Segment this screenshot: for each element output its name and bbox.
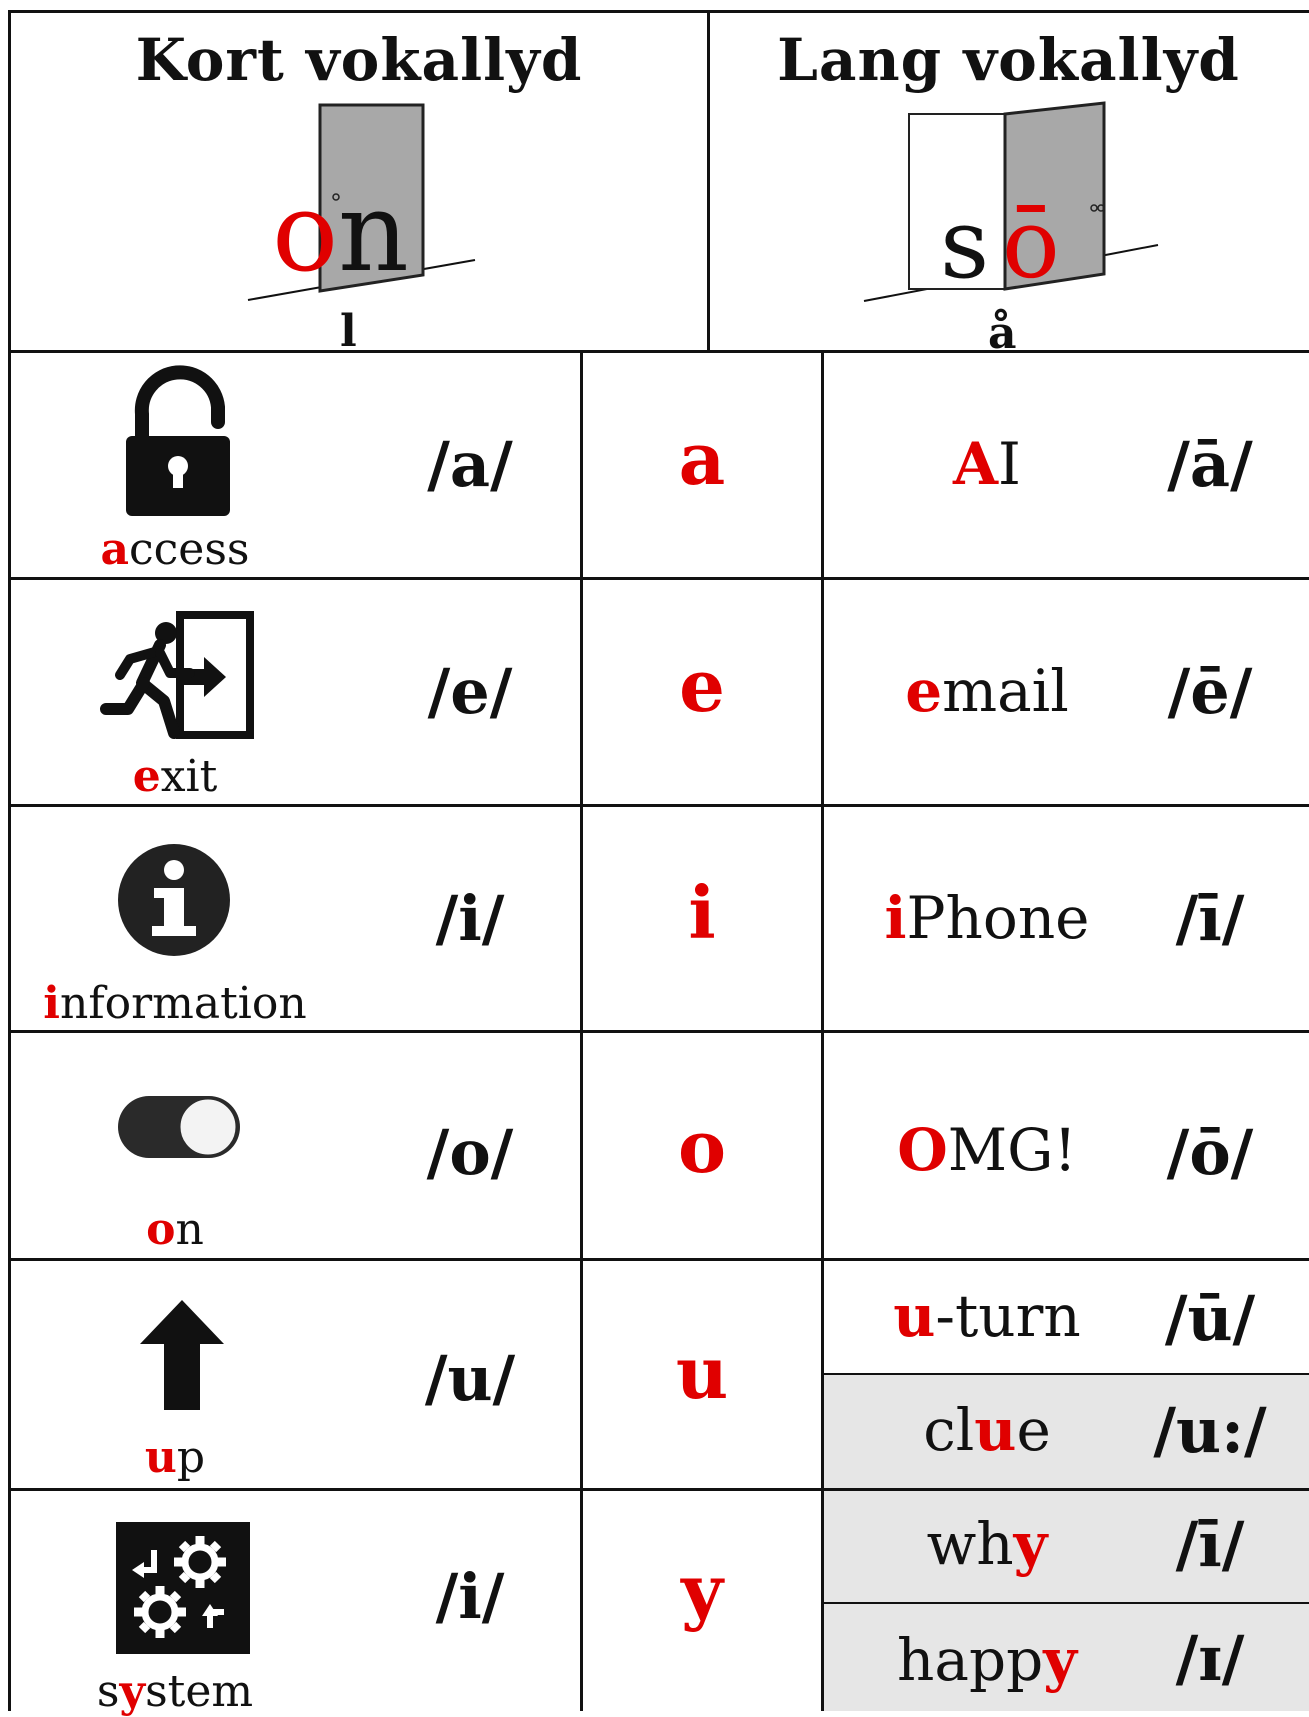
caption-exit: exit bbox=[132, 751, 218, 802]
long-word-ai: AI bbox=[953, 430, 1021, 498]
long-word-why: why bbox=[926, 1510, 1048, 1578]
long-ipa-y-why: /ī/ bbox=[1175, 1508, 1245, 1581]
long-example-under: å bbox=[988, 308, 1017, 352]
caption-system: system bbox=[96, 1666, 254, 1717]
long-example-lead: s bbox=[940, 188, 989, 300]
long-word-happy: happy bbox=[897, 1626, 1077, 1694]
long-ipa-i: /ī/ bbox=[1175, 882, 1245, 955]
short-ipa-a: /a/ bbox=[427, 428, 513, 501]
long-word-email: email bbox=[905, 657, 1069, 725]
long-vowel-title: Lang vokallyd bbox=[777, 26, 1240, 94]
info-icon bbox=[118, 844, 230, 956]
letter-e: e bbox=[679, 643, 725, 728]
letter-y: y bbox=[681, 1548, 723, 1633]
exit-running-icon bbox=[100, 611, 254, 739]
short-ipa-e: /e/ bbox=[427, 655, 513, 728]
long-ipa-u-long: /u:/ bbox=[1153, 1394, 1267, 1467]
row-i: information /i/ i iPhone /ī/ bbox=[10, 806, 1309, 1032]
long-word-u-turn: u-turn bbox=[893, 1282, 1081, 1350]
long-ipa-a: /ā/ bbox=[1167, 428, 1253, 501]
short-example-vowel: o bbox=[272, 168, 338, 296]
long-word-omg: OMG! bbox=[897, 1116, 1077, 1184]
row-y: system /i/ y why /ī/ happy /ɪ/ bbox=[10, 1490, 1309, 1717]
short-ipa-y: /i/ bbox=[435, 1560, 505, 1633]
short-ipa-o: /o/ bbox=[426, 1116, 514, 1189]
letter-i: i bbox=[688, 870, 716, 955]
short-vowel-header: Kort vokallyd o n l bbox=[10, 12, 708, 352]
short-example-rest: n bbox=[338, 168, 409, 296]
toggle-on-icon bbox=[118, 1096, 240, 1158]
short-ipa-u: /u/ bbox=[424, 1342, 516, 1415]
long-ipa-y-happy: /ɪ/ bbox=[1175, 1622, 1245, 1695]
caption-up: up bbox=[144, 1432, 206, 1483]
arrow-up-icon bbox=[140, 1300, 224, 1410]
long-word-clue: clue bbox=[923, 1396, 1051, 1464]
letter-u: u bbox=[675, 1330, 729, 1415]
open-padlock-icon bbox=[126, 365, 230, 516]
short-vowel-door-illustration: o n l bbox=[247, 103, 476, 352]
short-ipa-i: /i/ bbox=[435, 882, 505, 955]
long-vowel-door-illustration: s ō å bbox=[863, 101, 1159, 352]
row-u: up /u/ u u-turn /ū/ clue /u:/ bbox=[10, 1260, 1309, 1490]
short-vowel-title: Kort vokallyd bbox=[135, 26, 583, 94]
caption-access: access bbox=[100, 524, 250, 575]
long-ipa-e: /ē/ bbox=[1167, 655, 1253, 728]
letter-o: o bbox=[677, 1104, 727, 1189]
caption-on: on bbox=[146, 1204, 204, 1255]
caption-information: information bbox=[43, 978, 307, 1029]
long-ipa-u: /ū/ bbox=[1164, 1282, 1256, 1355]
long-word-iphone: iPhone bbox=[884, 884, 1090, 952]
row-o: on /o/ o OMG! /ō/ bbox=[10, 1032, 1309, 1259]
letter-a: a bbox=[678, 416, 726, 501]
long-ipa-o: /ō/ bbox=[1166, 1116, 1254, 1189]
long-vowel-header: Lang vokallyd s ō å bbox=[708, 12, 1309, 352]
row-a: access /a/ a AI /ā/ bbox=[10, 352, 1309, 578]
system-gears-icon bbox=[116, 1522, 250, 1654]
long-example-vowel: ō bbox=[1002, 188, 1060, 300]
row-e: exit /e/ e email /ē/ bbox=[10, 579, 1309, 805]
short-example-under: l bbox=[340, 306, 357, 352]
